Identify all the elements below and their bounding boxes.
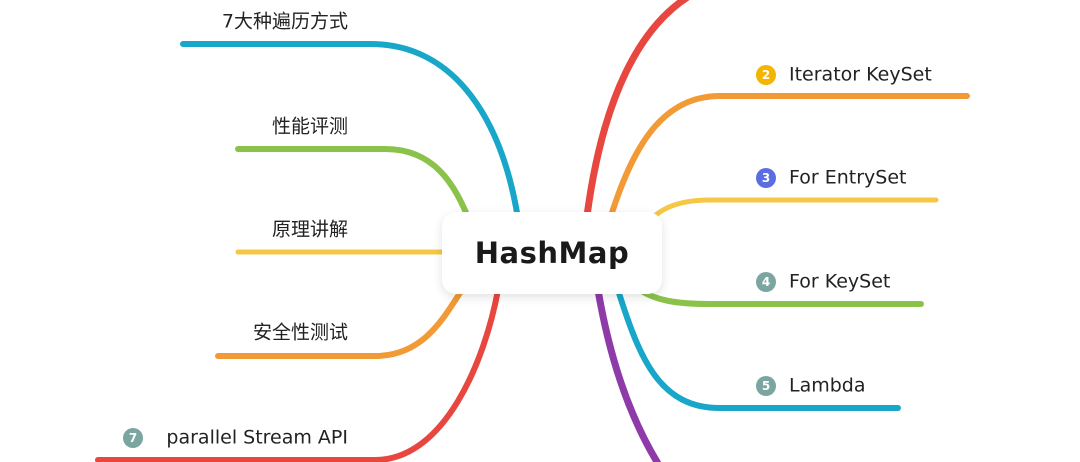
right-node-badge-4	[756, 272, 776, 292]
right-node-badge-number-4: 4	[762, 275, 770, 289]
left-node-badge-number-5: 7	[129, 431, 137, 445]
root-node[interactable]: HashMap	[442, 212, 662, 294]
left-branch-line-2	[235, 146, 473, 225]
right-node-label-3[interactable]: For EntrySet	[789, 167, 906, 189]
right-node-label-2[interactable]: Iterator KeySet	[789, 64, 932, 86]
left-branch-line-1	[180, 41, 523, 235]
left-branch-line-5	[95, 287, 501, 462]
branch-lines	[95, 0, 970, 462]
right-node-badge-number-2: 2	[762, 68, 770, 82]
right-node-label-5[interactable]: Lambda	[789, 375, 866, 397]
left-node-label-1[interactable]: 7大种遍历方式	[222, 11, 348, 33]
left-node-badge-5	[123, 428, 143, 448]
left-branch-line-4	[215, 287, 465, 359]
right-branch-line-5	[615, 287, 901, 411]
root-node-label: HashMap	[474, 236, 630, 270]
right-node-badge-3	[756, 168, 776, 188]
right-branch-line-1	[581, 0, 690, 236]
right-node-label-4[interactable]: For KeySet	[789, 271, 890, 293]
right-node-badge-number-5: 5	[762, 379, 770, 393]
right-branch-line-2	[603, 93, 970, 235]
left-node-label-4[interactable]: 安全性测试	[253, 322, 348, 344]
right-node-badge-2	[756, 65, 776, 85]
left-node-label-2[interactable]: 性能评测	[272, 116, 348, 138]
right-branch-line-3	[637, 197, 939, 235]
right-branch-line-6	[594, 286, 662, 462]
right-node-badge-5	[756, 376, 776, 396]
left-node-label-5[interactable]: parallel Stream API	[166, 427, 348, 449]
right-node-badge-number-3: 3	[762, 171, 770, 185]
left-node-label-3[interactable]: 原理讲解	[272, 219, 348, 241]
